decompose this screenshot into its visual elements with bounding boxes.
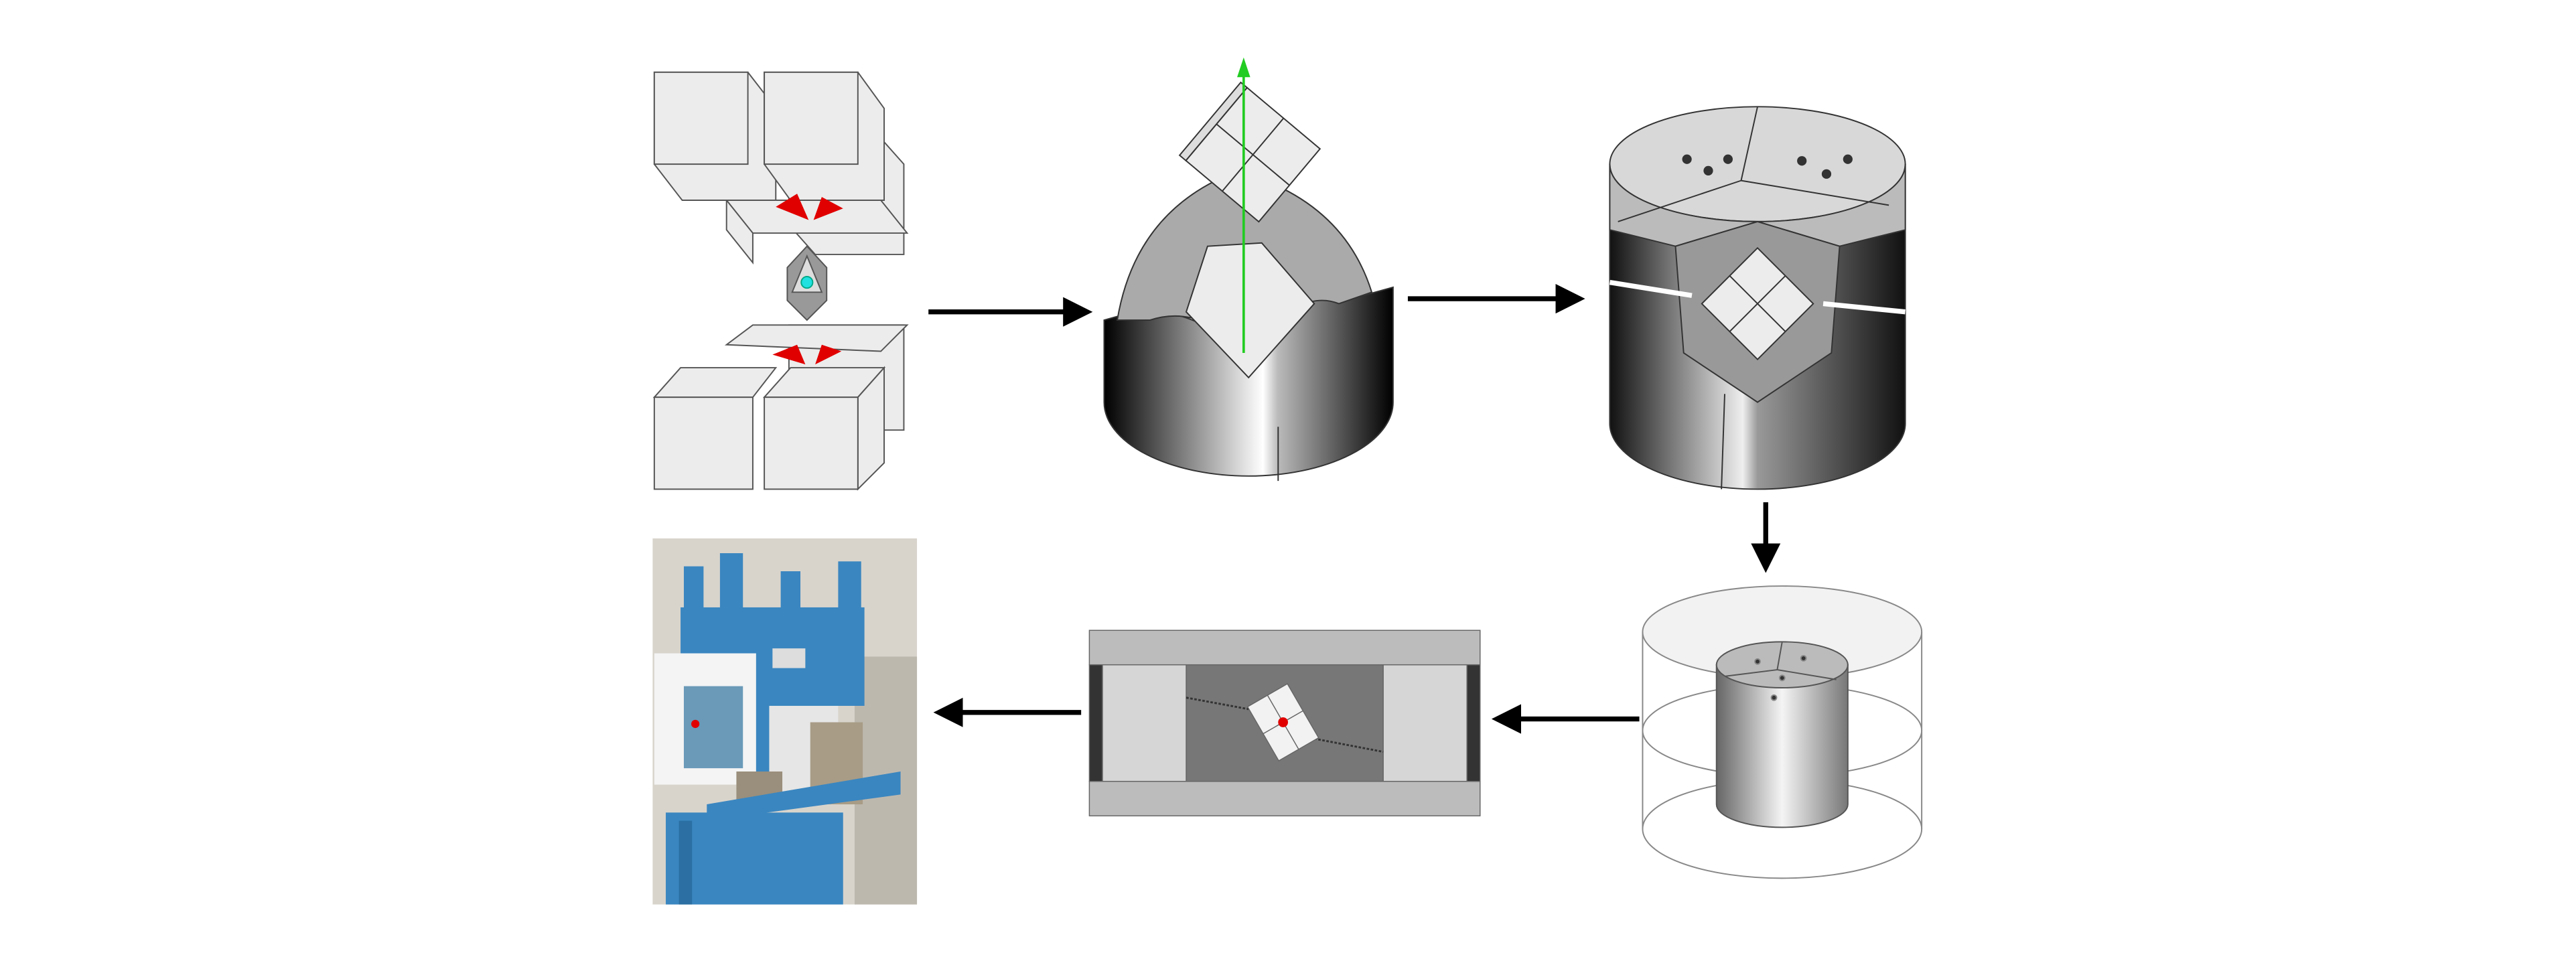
bolt-hole [1723,154,1733,164]
cube-sample [1701,246,1814,361]
bolt-hole [1770,694,1778,701]
bolt-hole [1821,169,1832,179]
bolt-hole [1778,674,1786,682]
octahedron [786,245,828,321]
bolt-hole [1843,154,1853,164]
lower-anvils [652,324,909,491]
cube-sample [1178,81,1321,223]
split-cylinder-panel [1103,57,1394,482]
cubic-anvils-panel [652,71,909,491]
bolt-hole [1754,658,1761,665]
axis-arrow-head [1237,57,1250,78]
sample-icon [800,276,814,289]
cross-section-panel [1088,630,1481,816]
bolt-hole [1703,165,1713,176]
gasket-wedge [815,344,842,365]
sample-icon [1278,717,1288,727]
upper-anvils [653,71,909,265]
bolt-hole [1800,654,1807,662]
hydraulic-press-photo [652,538,918,905]
gasket-wedge [772,344,806,365]
gasket-wedge [813,197,843,220]
bolt-hole [1682,154,1692,164]
gasket-wedge [776,194,809,220]
containment-ring-panel [1642,585,1923,879]
assembled-cylinder-panel [1609,106,1906,490]
bolt-hole [1797,156,1807,166]
